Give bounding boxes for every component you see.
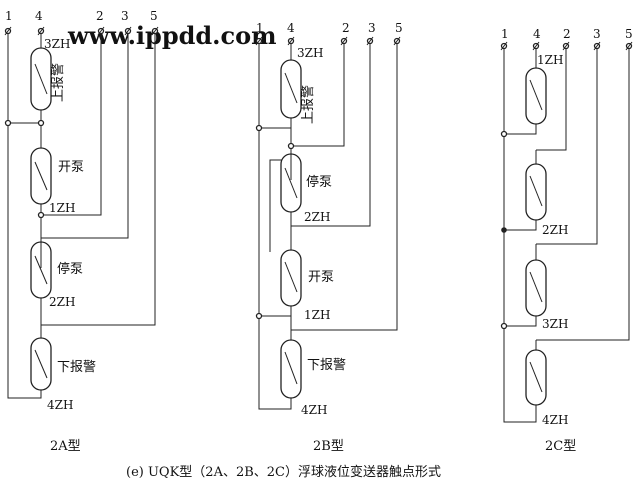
float-switch (280, 339, 302, 399)
switch-code: 2ZH (542, 223, 568, 237)
switch-function-label: 下报警 (307, 357, 346, 373)
terminal-label: 5 (150, 9, 158, 23)
watermark: www.ippdd.com (67, 21, 277, 50)
terminal-label: 3 (121, 9, 129, 23)
float-switch (30, 47, 52, 111)
terminal-label: 1 (5, 9, 13, 23)
switch-code: 4ZH (47, 398, 73, 412)
switch-function-label: 上报警 (50, 63, 66, 102)
wiring (255, 43, 398, 410)
terminal-symbols (255, 36, 401, 46)
float-switch (280, 249, 302, 307)
switch-code: 3ZH (542, 317, 568, 331)
switch-code: 2ZH (49, 295, 75, 309)
switch-code: 1ZH (304, 308, 330, 322)
terminal-label: 3 (368, 21, 376, 35)
terminal-symbols (500, 41, 633, 51)
terminal-label: 2 (96, 9, 104, 23)
switch-code: 3ZH (297, 46, 323, 60)
terminal-label: 2 (342, 21, 350, 35)
wiring (4, 33, 156, 399)
variant-name: 2A型 (50, 439, 81, 454)
switch-code: 1ZH (49, 201, 75, 215)
switch-code: 4ZH (542, 413, 568, 427)
variant-name: 2C型 (545, 439, 576, 454)
variant-2a: 1 4 2 3 5 (4, 9, 159, 454)
float-switch (30, 337, 52, 391)
float-switch (30, 241, 52, 299)
terminal-label: 5 (625, 27, 633, 41)
terminal-symbols (4, 26, 159, 36)
terminal-label: 3 (593, 27, 601, 41)
switch-function-label: 上报警 (300, 85, 316, 124)
terminal-label: 1 (501, 27, 509, 41)
switch-function-label: 停泵 (306, 174, 332, 190)
wiring (500, 48, 630, 423)
switch-function-label: 停泵 (57, 261, 83, 277)
switch-code: 1ZH (537, 53, 563, 67)
variant-2c: 1 4 2 3 5 (500, 27, 633, 454)
variant-name: 2B型 (313, 439, 344, 454)
float-switch (30, 147, 52, 205)
switch-function-label: 开泵 (58, 160, 84, 175)
terminal-label: 5 (395, 21, 403, 35)
switch-function-label: 开泵 (308, 270, 334, 285)
terminal-label: 4 (287, 21, 295, 35)
float-switch (280, 153, 302, 213)
float-switch (525, 163, 547, 221)
switch-code: 4ZH (301, 403, 327, 417)
figure-caption: (e) UQK型（2A、2B、2C）浮球液位变送器触点形式 (126, 464, 441, 480)
terminal-label: 4 (35, 9, 43, 23)
terminal-label: 1 (256, 21, 264, 35)
terminal-label: 4 (533, 27, 541, 41)
switch-code: 3ZH (44, 37, 70, 51)
float-switch (525, 349, 547, 406)
float-switch (525, 259, 547, 317)
terminal-label: 2 (563, 27, 571, 41)
switch-code: 2ZH (304, 210, 330, 224)
float-switch (280, 59, 302, 119)
switch-function-label: 下报警 (57, 359, 96, 375)
variant-2b: 1 4 2 3 5 (255, 21, 403, 454)
float-switch (525, 67, 547, 125)
